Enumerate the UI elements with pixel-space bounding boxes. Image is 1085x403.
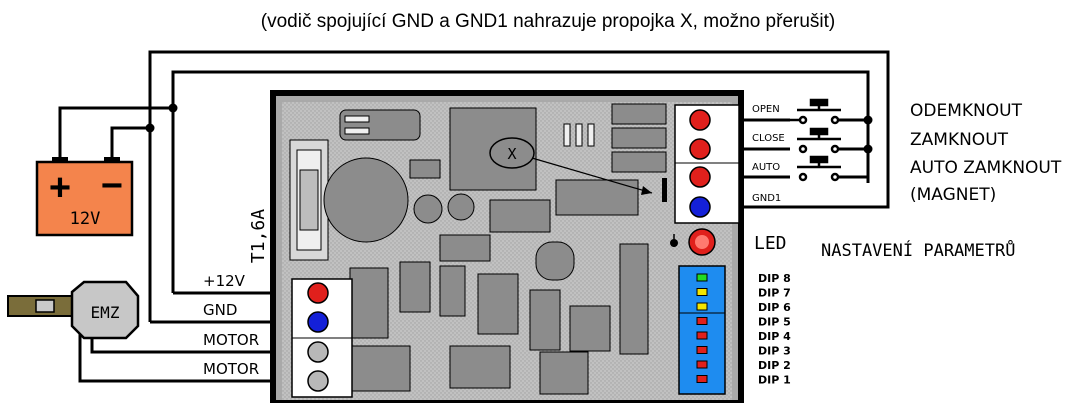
action-odemknout: ODEMKNOUT [910, 101, 1023, 121]
dip-switch-label-5: DIP 5 [758, 316, 791, 329]
terminal-label-motor-1: MOTOR [203, 331, 259, 349]
terminal-label-motor-2: MOTOR [203, 360, 259, 378]
emz-lock: EMZ [7, 280, 140, 340]
input-terminal-labels: OPEN CLOSE AUTO GND1 [752, 104, 785, 204]
battery-plus-label: + [49, 167, 71, 209]
dip-switch-label-4: DIP 4 [758, 330, 791, 343]
dip-switch-block [678, 265, 726, 395]
terminal-label-open: OPEN [752, 104, 780, 115]
jumper-x: X [489, 137, 667, 202]
auto-push-button [797, 155, 841, 182]
dip-switch-led-7 [696, 288, 708, 296]
terminal-label-gnd: GND [203, 301, 237, 319]
dip-switch-led-3 [696, 346, 708, 354]
battery: + − 12V [35, 157, 134, 237]
dip-switch-leds [696, 273, 708, 383]
led-label: LED [754, 233, 787, 254]
dip-switch-led-1 [696, 375, 708, 383]
dip-switch-label-3: DIP 3 [758, 345, 791, 358]
dip-switch-led-6 [696, 302, 708, 311]
dip-switch-label-6: DIP 6 [758, 301, 791, 314]
terminal-label-close: CLOSE [752, 133, 785, 144]
action-auto-zamknout: AUTO ZAMKNOUT [910, 158, 1062, 178]
terminal-label-auto: AUTO [752, 162, 780, 173]
dip-switch-led-2 [696, 360, 708, 369]
action-labels: ODEMKNOUT ZAMKNOUT AUTO ZAMKNOUT (MAGNET… [910, 101, 1062, 205]
jumper-label: X [507, 145, 516, 163]
emz-label: EMZ [91, 303, 120, 322]
caption: (vodič spojující GND a GND1 nahrazuje pr… [261, 11, 835, 32]
action-magnet: (MAGNET) [910, 185, 996, 205]
dip-switch-label-2: DIP 2 [758, 359, 791, 372]
terminal-label-gnd1: GND1 [752, 193, 781, 204]
terminal-label-12v: +12V [203, 272, 246, 290]
dip-switch-led-4 [696, 331, 708, 340]
wire-junctions [145, 103, 873, 154]
dip-switch-label-1: DIP 1 [758, 374, 791, 387]
fuse-label: T1,6A [248, 209, 269, 263]
power-terminal-block [291, 278, 353, 398]
battery-minus-label: − [101, 165, 123, 207]
led-indicator [670, 228, 716, 256]
close-push-button [797, 127, 841, 154]
dip-switch-label-8: DIP 8 [758, 272, 791, 285]
action-zamknout: ZAMKNOUT [910, 130, 1009, 150]
open-push-button [790, 98, 841, 125]
dip-switch-label-7: DIP 7 [758, 287, 791, 300]
input-terminal-block [674, 104, 740, 224]
control-board: X [270, 90, 744, 403]
battery-voltage-label: 12V [70, 209, 101, 229]
push-buttons [790, 98, 841, 182]
dip-switch-led-5 [696, 317, 708, 325]
settings-label: NASTAVENÍ PARAMETRŮ [821, 239, 1015, 261]
dip-switch-led-8 [696, 273, 708, 282]
power-terminal-labels: +12V GND MOTOR MOTOR [203, 272, 259, 378]
